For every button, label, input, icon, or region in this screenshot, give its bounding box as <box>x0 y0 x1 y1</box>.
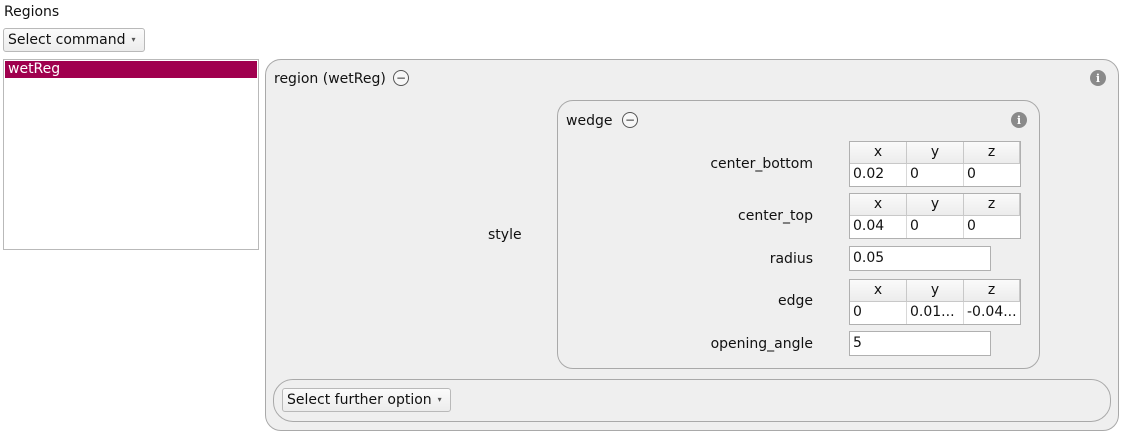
caret-down-icon: ▾ <box>131 35 136 44</box>
select-command-label: Select command <box>8 32 126 48</box>
column-header-y: y <box>907 194 964 216</box>
center-top-label: center_top <box>738 208 813 224</box>
opening-angle-input[interactable]: 5 <box>849 331 991 356</box>
region-list[interactable]: wetReg <box>3 59 259 250</box>
center-top-table[interactable]: x y z 0.04 0 0 <box>849 193 1021 239</box>
column-header-z: z <box>964 142 1020 164</box>
select-command-dropdown[interactable]: Select command ▾ <box>3 28 145 52</box>
radius-label: radius <box>769 251 813 267</box>
list-item[interactable]: wetReg <box>5 61 257 78</box>
column-header-x: x <box>850 280 907 302</box>
minus-circle-icon[interactable]: − <box>393 70 409 86</box>
center-top-x[interactable]: 0.04 <box>850 216 907 238</box>
edge-table[interactable]: x y z 0 0.01... -0.04... <box>849 279 1021 325</box>
caret-down-icon: ▾ <box>437 395 442 404</box>
center-top-y[interactable]: 0 <box>907 216 964 238</box>
radius-input[interactable]: 0.05 <box>849 246 991 271</box>
center-bottom-x[interactable]: 0.02 <box>850 164 907 186</box>
info-icon[interactable]: i <box>1090 70 1106 86</box>
center-bottom-label: center_bottom <box>710 156 813 172</box>
center-bottom-z[interactable]: 0 <box>967 166 976 182</box>
column-header-z: z <box>964 280 1020 302</box>
center-bottom-y[interactable]: 0 <box>907 164 964 186</box>
edge-y[interactable]: 0.01... <box>907 302 964 324</box>
edge-z[interactable]: -0.04... <box>967 304 1017 320</box>
column-header-y: y <box>907 280 964 302</box>
center-bottom-table[interactable]: x y z 0.02 0 0 <box>849 141 1021 187</box>
opening-angle-label: opening_angle <box>710 336 813 352</box>
style-label: style <box>488 227 522 243</box>
regions-label: Regions <box>4 4 60 20</box>
wedge-panel-title: wedge <box>566 113 613 129</box>
edge-label: edge <box>778 293 813 309</box>
column-header-x: x <box>850 194 907 216</box>
column-header-y: y <box>907 142 964 164</box>
select-further-option-dropdown[interactable]: Select further option ▾ <box>282 388 451 412</box>
column-header-z: z <box>964 194 1020 216</box>
column-header-x: x <box>850 142 907 164</box>
center-top-z[interactable]: 0 <box>967 218 976 234</box>
select-further-option-label: Select further option <box>287 392 432 408</box>
edge-x[interactable]: 0 <box>850 302 907 324</box>
info-icon[interactable]: i <box>1011 112 1027 128</box>
region-panel-title: region (wetReg) <box>274 71 386 87</box>
minus-circle-icon[interactable]: − <box>622 112 638 128</box>
